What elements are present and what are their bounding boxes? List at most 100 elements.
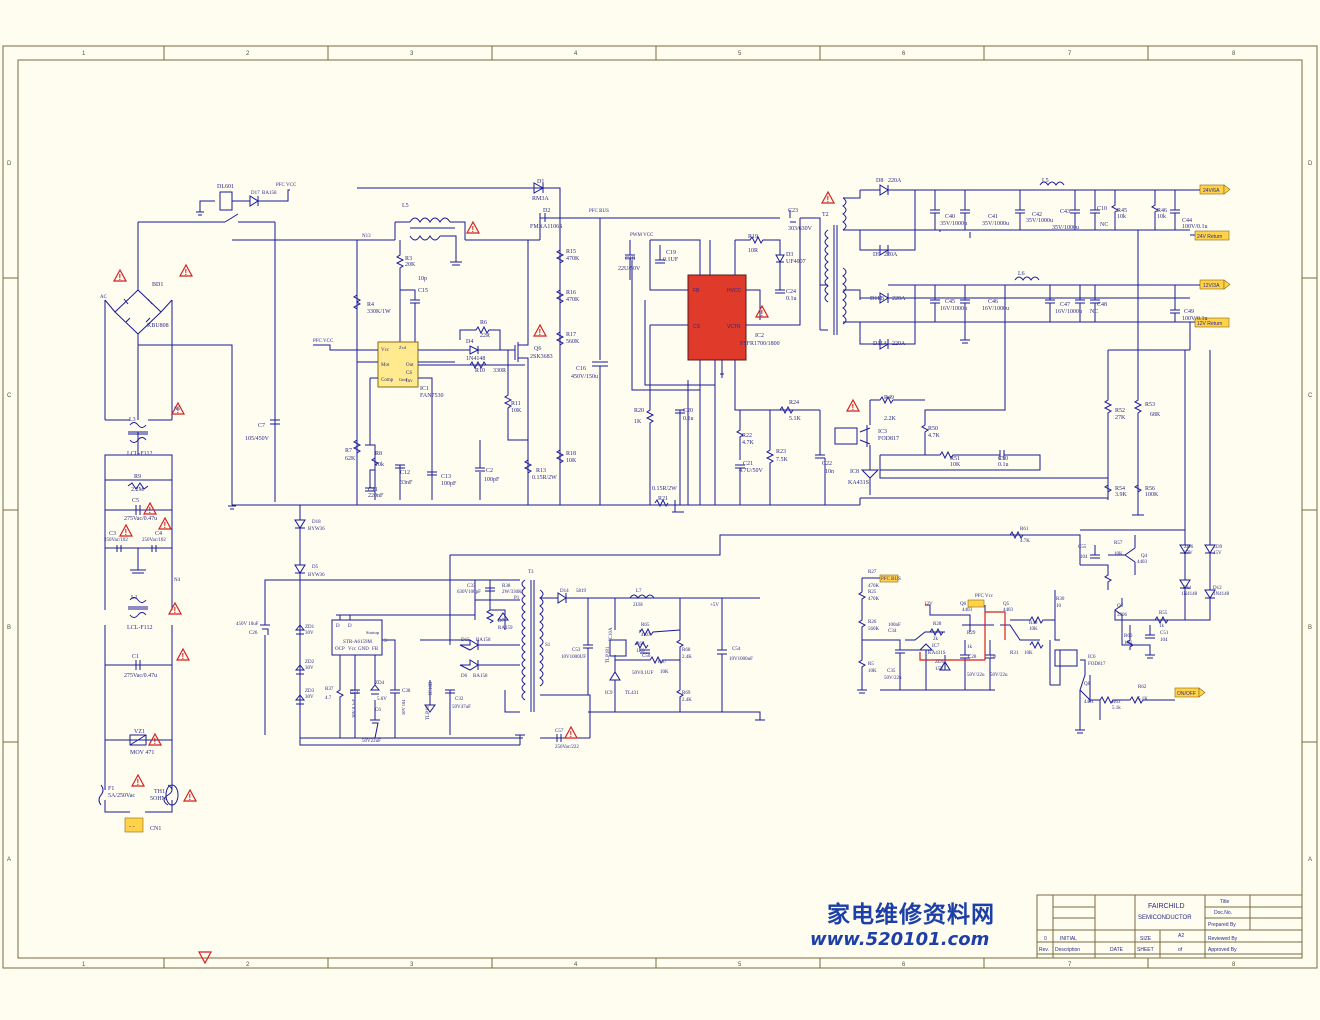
svg-text:3906: 3906 (1117, 613, 1128, 618)
svg-text:!: ! (182, 652, 185, 661)
svg-text:RA159: RA159 (498, 626, 513, 631)
standby-ic (331, 619, 383, 656)
svg-text:R29: R29 (967, 631, 976, 636)
svg-text:R45: R45 (1117, 208, 1127, 214)
svg-text:D: D (1308, 161, 1313, 167)
svg-text:4: 4 (574, 962, 578, 968)
svg-text:16V/1000u: 16V/1000u (982, 306, 1009, 312)
svg-text:2k: 2k (933, 637, 939, 642)
svg-text:CS: CS (693, 324, 701, 330)
svg-text:1N4148: 1N4148 (1181, 592, 1198, 597)
svg-text:R6: R6 (480, 320, 487, 326)
svg-text:L5: L5 (402, 203, 409, 209)
svg-text:L7: L7 (636, 589, 642, 594)
svg-text:C46: C46 (988, 299, 998, 305)
svg-text:VCTR: VCTR (727, 324, 741, 330)
svg-text:R22: R22 (742, 433, 752, 439)
svg-text:35V/1000u: 35V/1000u (982, 221, 1009, 227)
svg-text:10k: 10k (1117, 214, 1126, 220)
svg-text:R13: R13 (536, 468, 546, 474)
svg-text:R10: R10 (475, 368, 485, 374)
svg-text:D3: D3 (786, 252, 793, 258)
svg-text:Q4: Q4 (1141, 554, 1148, 559)
svg-text:R24: R24 (789, 400, 799, 406)
svg-text:S: S (384, 639, 387, 644)
svg-text:BD1: BD1 (152, 282, 163, 288)
svg-text:ZD5: ZD5 (935, 660, 945, 665)
svg-text:0.15R/2W: 0.15R/2W (532, 475, 557, 481)
svg-text:1K0: 1K0 (636, 649, 645, 654)
svg-text:10R: 10R (748, 248, 758, 254)
svg-text:35V/1000u: 35V/1000u (1052, 225, 1079, 231)
svg-text:250Vac/222: 250Vac/222 (555, 745, 579, 750)
svg-text:2: 2 (246, 962, 250, 968)
svg-text:D6: D6 (461, 674, 468, 679)
svg-text:Approved By: Approved By (1208, 947, 1237, 953)
svg-text:303/630V: 303/630V (788, 226, 813, 232)
svg-text:F1: F1 (108, 786, 114, 792)
svg-text:B: B (1308, 625, 1312, 631)
svg-text:R19: R19 (748, 234, 758, 240)
svg-text:L6: L6 (1018, 271, 1025, 277)
svg-text:5: 5 (738, 962, 742, 968)
svg-text:100V/0.1u: 100V/0.1u (1182, 224, 1208, 230)
svg-text:10n: 10n (825, 469, 834, 475)
svg-text:C5: C5 (132, 498, 139, 504)
svg-text:PFC BUS: PFC BUS (881, 577, 901, 582)
svg-text:100nF: 100nF (888, 623, 901, 628)
svg-text:VZ1: VZ1 (134, 729, 145, 735)
svg-text:5.6V: 5.6V (377, 697, 387, 702)
svg-text:C26: C26 (249, 631, 258, 636)
svg-text:2.4K: 2.4K (682, 655, 692, 660)
svg-text:35V/1000u: 35V/1000u (940, 221, 967, 227)
svg-text:C11: C11 (368, 487, 378, 493)
svg-text:R11: R11 (511, 401, 521, 407)
svg-text:C18: C18 (625, 256, 635, 262)
svg-text:R38: R38 (502, 584, 511, 589)
svg-text:4.7K: 4.7K (742, 440, 755, 446)
svg-text:330R: 330R (493, 368, 506, 374)
svg-text:Mot: Mot (381, 363, 390, 368)
watermark: 家电维修资料网 www.520101.com (810, 901, 994, 950)
svg-text:C16: C16 (576, 366, 586, 372)
svg-text:C33: C33 (467, 584, 476, 589)
svg-text:470K: 470K (868, 597, 880, 602)
svg-text:4403: 4403 (1003, 608, 1014, 613)
svg-text:STR-A6159M: STR-A6159M (343, 640, 372, 645)
svg-text:R28: R28 (933, 622, 942, 627)
svg-text:2SK3683: 2SK3683 (530, 354, 553, 360)
svg-text:0.1UF: 0.1UF (663, 257, 679, 263)
svg-text:+5V: +5V (710, 603, 719, 608)
svg-text:10K: 10K (566, 458, 577, 464)
svg-text:FB: FB (693, 288, 700, 294)
svg-text:5.1K: 5.1K (789, 416, 802, 422)
svg-text:R26: R26 (868, 620, 877, 625)
red-trace (919, 604, 1006, 661)
svg-text:TLP181: TLP181 (426, 703, 431, 720)
choke-L1 (129, 597, 147, 618)
choke-L3 (129, 422, 147, 443)
svg-text:FOD817: FOD817 (878, 436, 899, 442)
svg-text:IC3: IC3 (878, 429, 887, 435)
inner-frame (17, 59, 1303, 959)
svg-text:30V: 30V (305, 695, 314, 700)
svg-text:!: ! (119, 273, 122, 282)
protection-section (449, 350, 1216, 734)
svg-text:1N4148: 1N4148 (1213, 592, 1230, 597)
svg-text:330K/1W: 330K/1W (367, 309, 391, 315)
svg-text:450V/150u: 450V/150u (571, 374, 598, 380)
svg-text:C19: C19 (666, 250, 676, 256)
svg-text:R9: R9 (134, 474, 141, 480)
svg-text:FOD817: FOD817 (1088, 662, 1106, 667)
svg-text:C20: C20 (683, 408, 693, 414)
svg-text:R46: R46 (1157, 208, 1167, 214)
svg-text:2.4K: 2.4K (682, 698, 692, 703)
svg-text:50V22uF: 50V22uF (362, 739, 381, 744)
svg-text:0.1u: 0.1u (786, 296, 797, 302)
svg-text:MOV 471: MOV 471 (130, 750, 154, 756)
svg-text:0.15R/2W: 0.15R/2W (652, 486, 677, 492)
svg-text:KA431S: KA431S (928, 651, 946, 656)
svg-text:D1: D1 (537, 179, 544, 185)
company-name: FAIRCHILD (1148, 903, 1185, 910)
